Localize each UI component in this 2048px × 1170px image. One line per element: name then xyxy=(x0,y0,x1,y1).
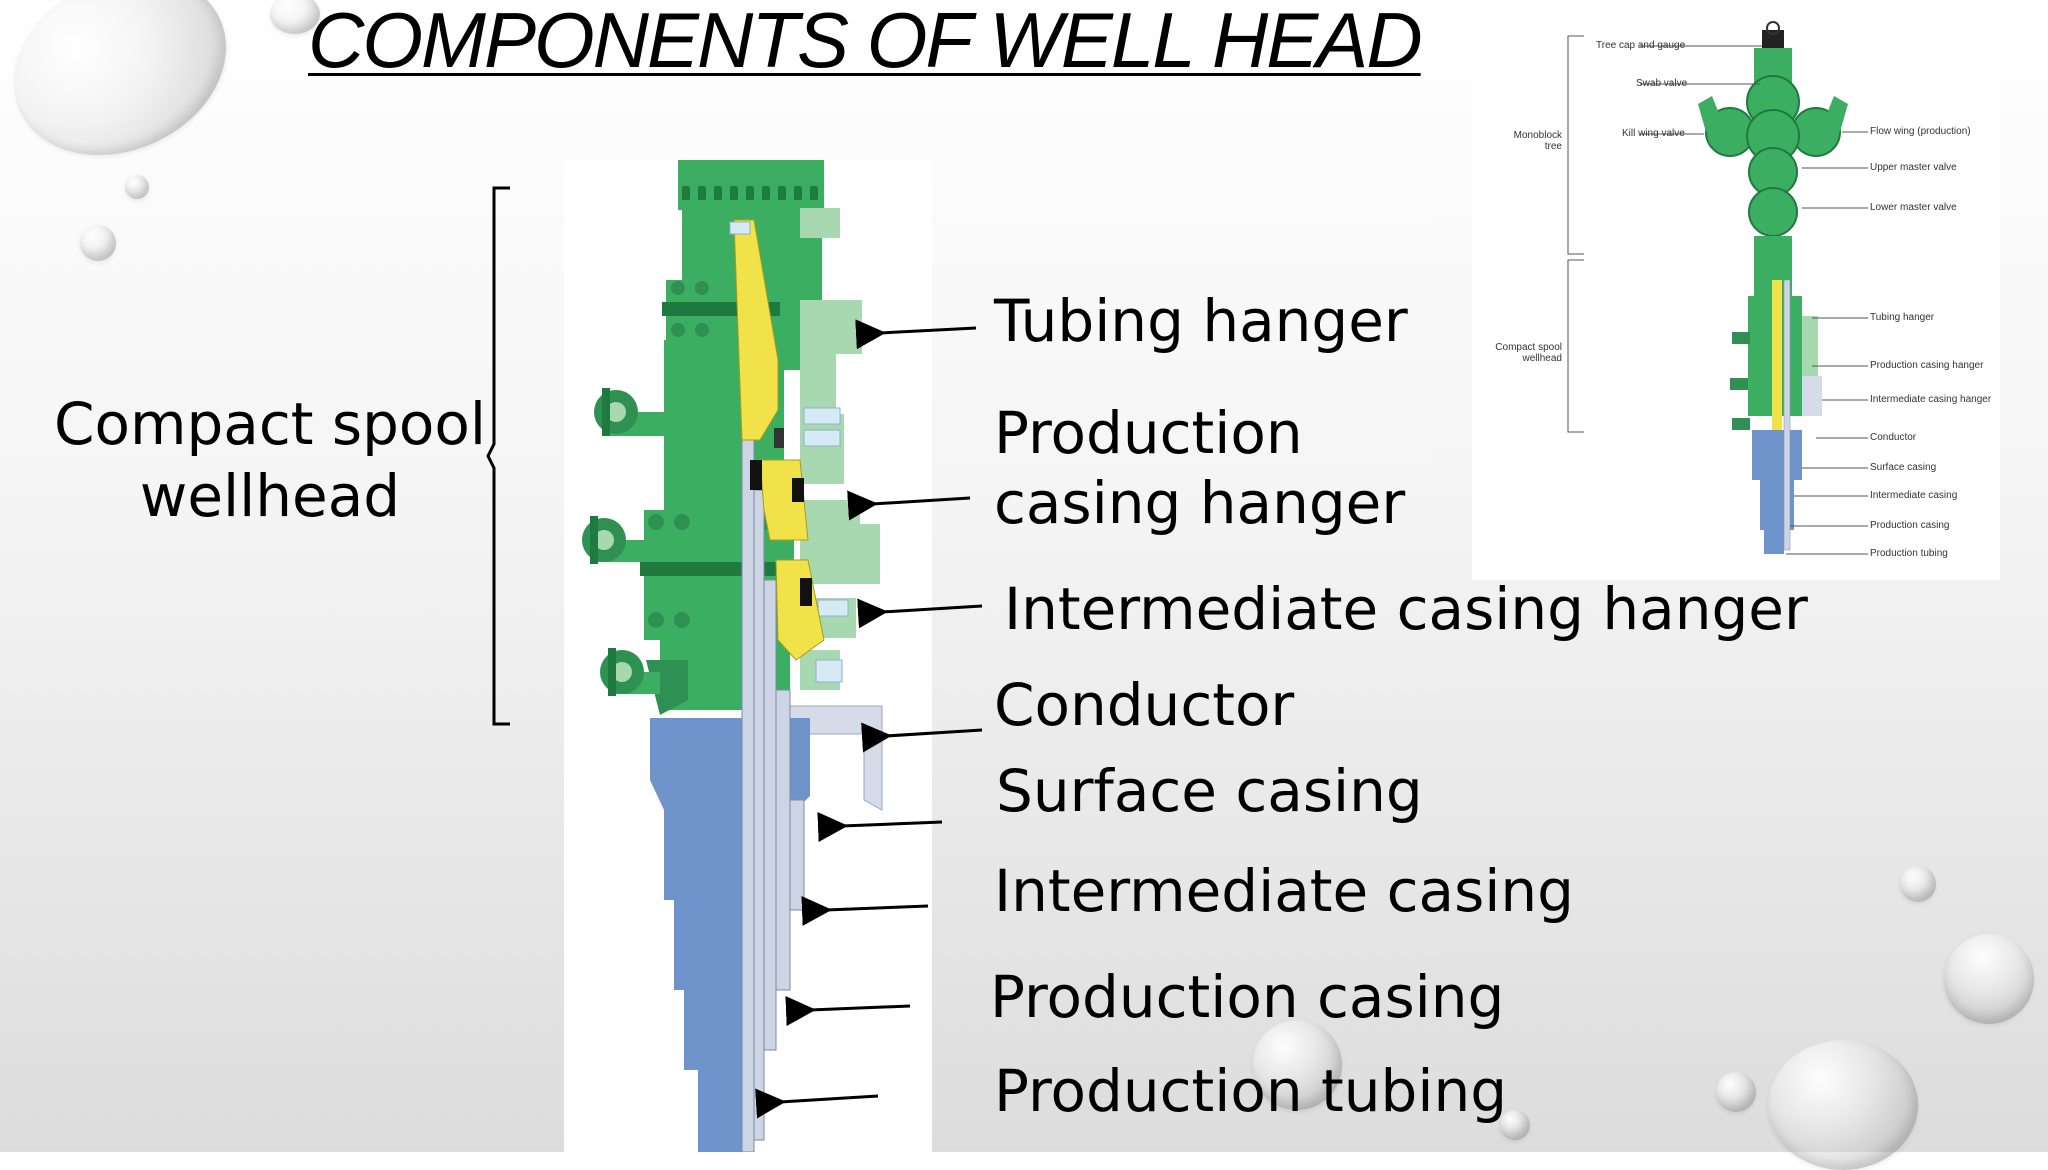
wellhead-bracket xyxy=(486,186,510,726)
compact-spool-wellhead-label: Compact spool wellhead xyxy=(53,390,487,530)
inset-label-surface-casing: Surface casing xyxy=(1870,462,1937,473)
inset-label-swab-valve: Swab valve xyxy=(1636,78,1688,89)
inset-label-intermediate-casing: Intermediate casing xyxy=(1870,490,1958,501)
slide-title: COMPONENTS OF WELL HEAD xyxy=(308,0,1423,84)
inset-label-upper-master-valve: Upper master valve xyxy=(1870,162,1957,173)
water-drop-decoration xyxy=(1500,1110,1530,1140)
inset-label-monoblock-tree: Monoblock tree xyxy=(1513,130,1562,152)
wellhead-cross-section-diagram xyxy=(564,160,932,1153)
label-tubing-hanger: Tubing hanger xyxy=(994,287,1408,355)
water-drop-decoration xyxy=(270,0,320,34)
water-drop-decoration xyxy=(1900,866,1936,902)
water-drop-decoration xyxy=(1716,1072,1756,1112)
inset-label-production-casing: Production casing xyxy=(1870,520,1950,531)
inset-label-tubing-hanger: Tubing hanger xyxy=(1870,312,1935,323)
label-intermediate-casing-hanger: Intermediate casing hanger xyxy=(1004,575,1808,643)
label-production-casing-hanger: Production casing hanger xyxy=(994,399,1406,537)
christmas-tree-inset-diagram: Tree cap and gauge Swab valve Kill wing … xyxy=(1472,20,2000,580)
inset-label-production-casing-hanger: Production casing hanger xyxy=(1870,360,1984,371)
inset-label-conductor: Conductor xyxy=(1870,432,1917,443)
inset-label-kill-wing-valve: Kill wing valve xyxy=(1622,128,1685,139)
inset-label-lower-master-valve: Lower master valve xyxy=(1870,202,1957,213)
water-drop-decoration xyxy=(1252,1020,1342,1110)
inset-label-flow-wing: Flow wing (production) xyxy=(1870,126,1971,137)
label-production-tubing: Production tubing xyxy=(994,1057,1508,1125)
inset-label-tree-cap: Tree cap and gauge xyxy=(1596,40,1686,51)
label-intermediate-casing: Intermediate casing xyxy=(994,857,1574,925)
water-drop-decoration xyxy=(125,175,149,199)
inset-label-production-tubing: Production tubing xyxy=(1870,548,1948,559)
inset-label-intermediate-casing-hanger: Intermediate casing hanger xyxy=(1870,394,1992,405)
water-drop-decoration xyxy=(80,225,116,261)
label-surface-casing: Surface casing xyxy=(996,757,1423,825)
inset-label-compact-spool-wellhead: Compact spool wellhead xyxy=(1495,342,1562,364)
water-drop-decoration xyxy=(1768,1040,1918,1170)
label-conductor: Conductor xyxy=(994,671,1295,739)
label-production-casing: Production casing xyxy=(990,963,1505,1031)
